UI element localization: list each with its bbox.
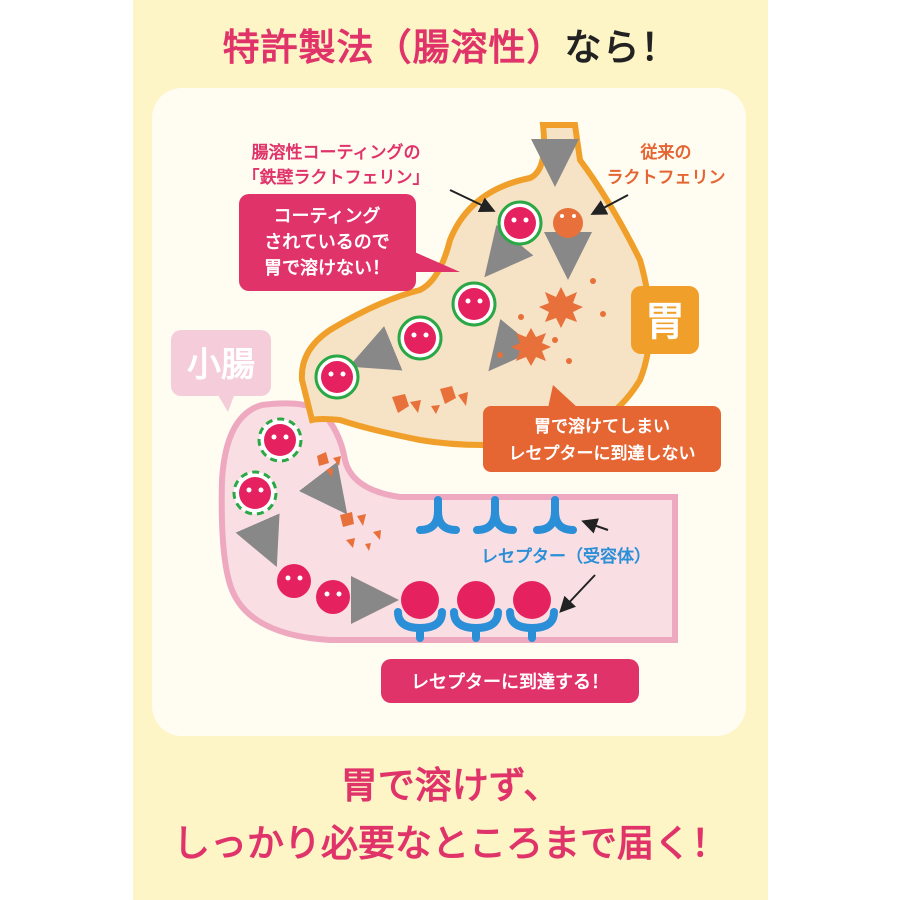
title-suffix: なら！ [564,26,679,69]
conventional-label-line2: ラクトフェリン [607,168,726,188]
receptors-empty [416,496,577,534]
coated-particles [232,200,543,516]
coated-caption-line1: 腸溶性コーティングの [252,142,421,163]
conventional-label-line1: 従来の [640,142,692,163]
small-intestine-label: 小腸 [187,345,255,385]
coated-note-line3: 胃で溶けない！ [264,257,390,279]
coated-note-line1: コーティング [274,205,381,227]
dissolve-note-line1: 胃で溶けてしまい [534,416,670,437]
dissolve-note-tail [548,385,578,408]
dissolve-note-line2: レセプターに到達しない [509,443,696,464]
conventional-particles [317,208,606,551]
dissolve-note-box [483,406,721,472]
coated-note-tail [410,250,460,272]
pointer-arrows [449,189,629,613]
flow-arrows [235,139,592,624]
title-highlight: 特許製法（腸溶性） [222,26,565,69]
page-title: 特許製法（腸溶性）なら！ [133,18,768,78]
footer-message: 胃で溶けず、 しっかり必要なところまで届く！ [133,760,768,868]
released-particles [277,564,551,619]
receptors-bound [394,608,558,642]
receptor-label: レセプター（受容体） [481,546,651,567]
reach-note-text: レセプターに到達する！ [411,671,609,693]
footer-line1: 胃で溶けず、 [340,763,561,807]
stomach-label: 胃 [645,299,685,345]
particle-faces [246,217,529,597]
small-intestine-label-box [171,330,271,396]
coated-caption-line2: 「鉄壁ラクトフェリン」 [243,167,430,188]
stomach-label-box [631,286,699,354]
coated-note-box [239,194,416,291]
footer-line2: しっかり必要なところまで届く！ [173,821,728,865]
reach-note-box [381,659,639,703]
coated-note-line2: されているので [264,232,389,253]
